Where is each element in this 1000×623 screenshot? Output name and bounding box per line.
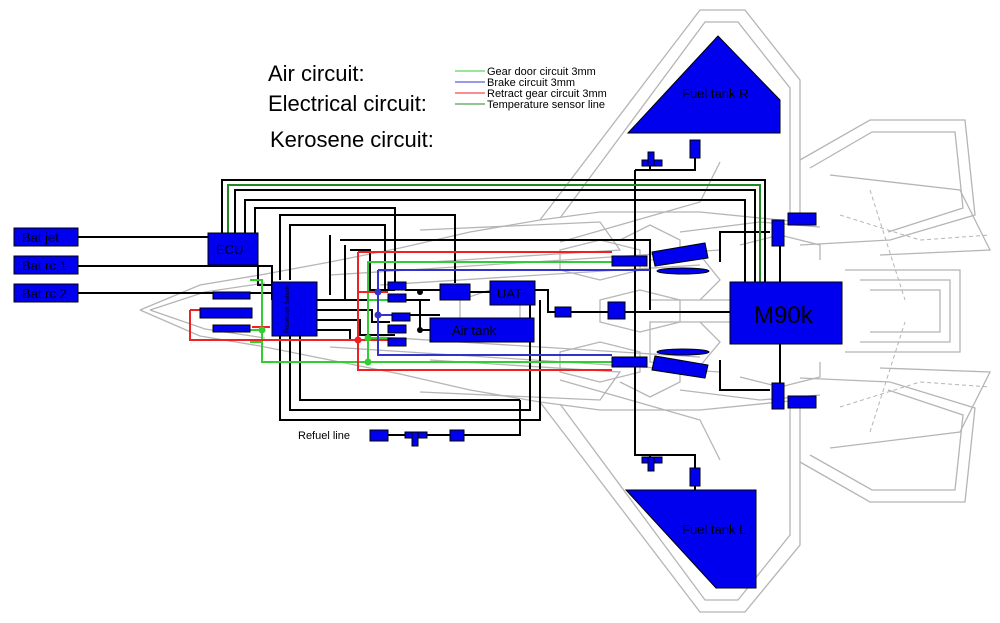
legend-brake: Brake circuit 3mm: [487, 77, 575, 89]
bat-rc1-box: [13, 255, 79, 275]
aircraft-dashed-lines: [839, 189, 991, 433]
junction-dots: [258, 288, 423, 366]
fuel-tank-r-label: Fuel tank R: [682, 86, 748, 101]
legend-gear-door: Gear door circuit 3mm: [487, 66, 596, 78]
kerosene-circuit-title: Kerosene circuit:: [270, 127, 434, 152]
bat-jet-label: Bat jet: [22, 230, 59, 245]
legend-temperature: Temperature sensor line: [487, 99, 605, 111]
engine-box: [729, 281, 843, 345]
air-tank-label: Air tank: [452, 323, 497, 338]
bat-rc2-box: [13, 283, 79, 303]
fuel-tank-r-shape: [626, 35, 781, 134]
bat-jet-box: [13, 227, 79, 247]
air-circuit-title: Air circuit:: [268, 61, 365, 86]
fuel-tank-l-shape: [624, 489, 757, 589]
fuel-tank-l-label: Fuel tank L: [682, 522, 746, 537]
air-tank-box: [429, 317, 535, 343]
labels: Air circuit: Electrical circuit: Kerosen…: [22, 61, 814, 537]
uat-label: UAT: [497, 286, 522, 301]
temperature-sensor-line: [227, 184, 761, 285]
retract-gear-circuit: [189, 251, 612, 371]
engine-label: M90k: [754, 302, 814, 329]
legend-retract: Retract gear circuit 3mm: [487, 88, 607, 100]
components: [13, 35, 843, 589]
uat-box: [489, 280, 536, 306]
electrical-circuit-title: Electrical circuit:: [268, 91, 427, 116]
ecu-box: [207, 232, 259, 266]
powerbox-label: Powerbox Sensor: [285, 286, 291, 333]
ecu-label: ECU: [216, 242, 243, 257]
bat-rc1-label: Bat rc 1: [22, 258, 67, 273]
legend: Gear door circuit 3mm Brake circuit 3mm …: [455, 66, 607, 111]
bat-rc2-label: Bat rc 2: [22, 286, 67, 301]
powerbox-box: [271, 281, 318, 337]
refuel-line-label: Refuel line: [298, 430, 350, 442]
